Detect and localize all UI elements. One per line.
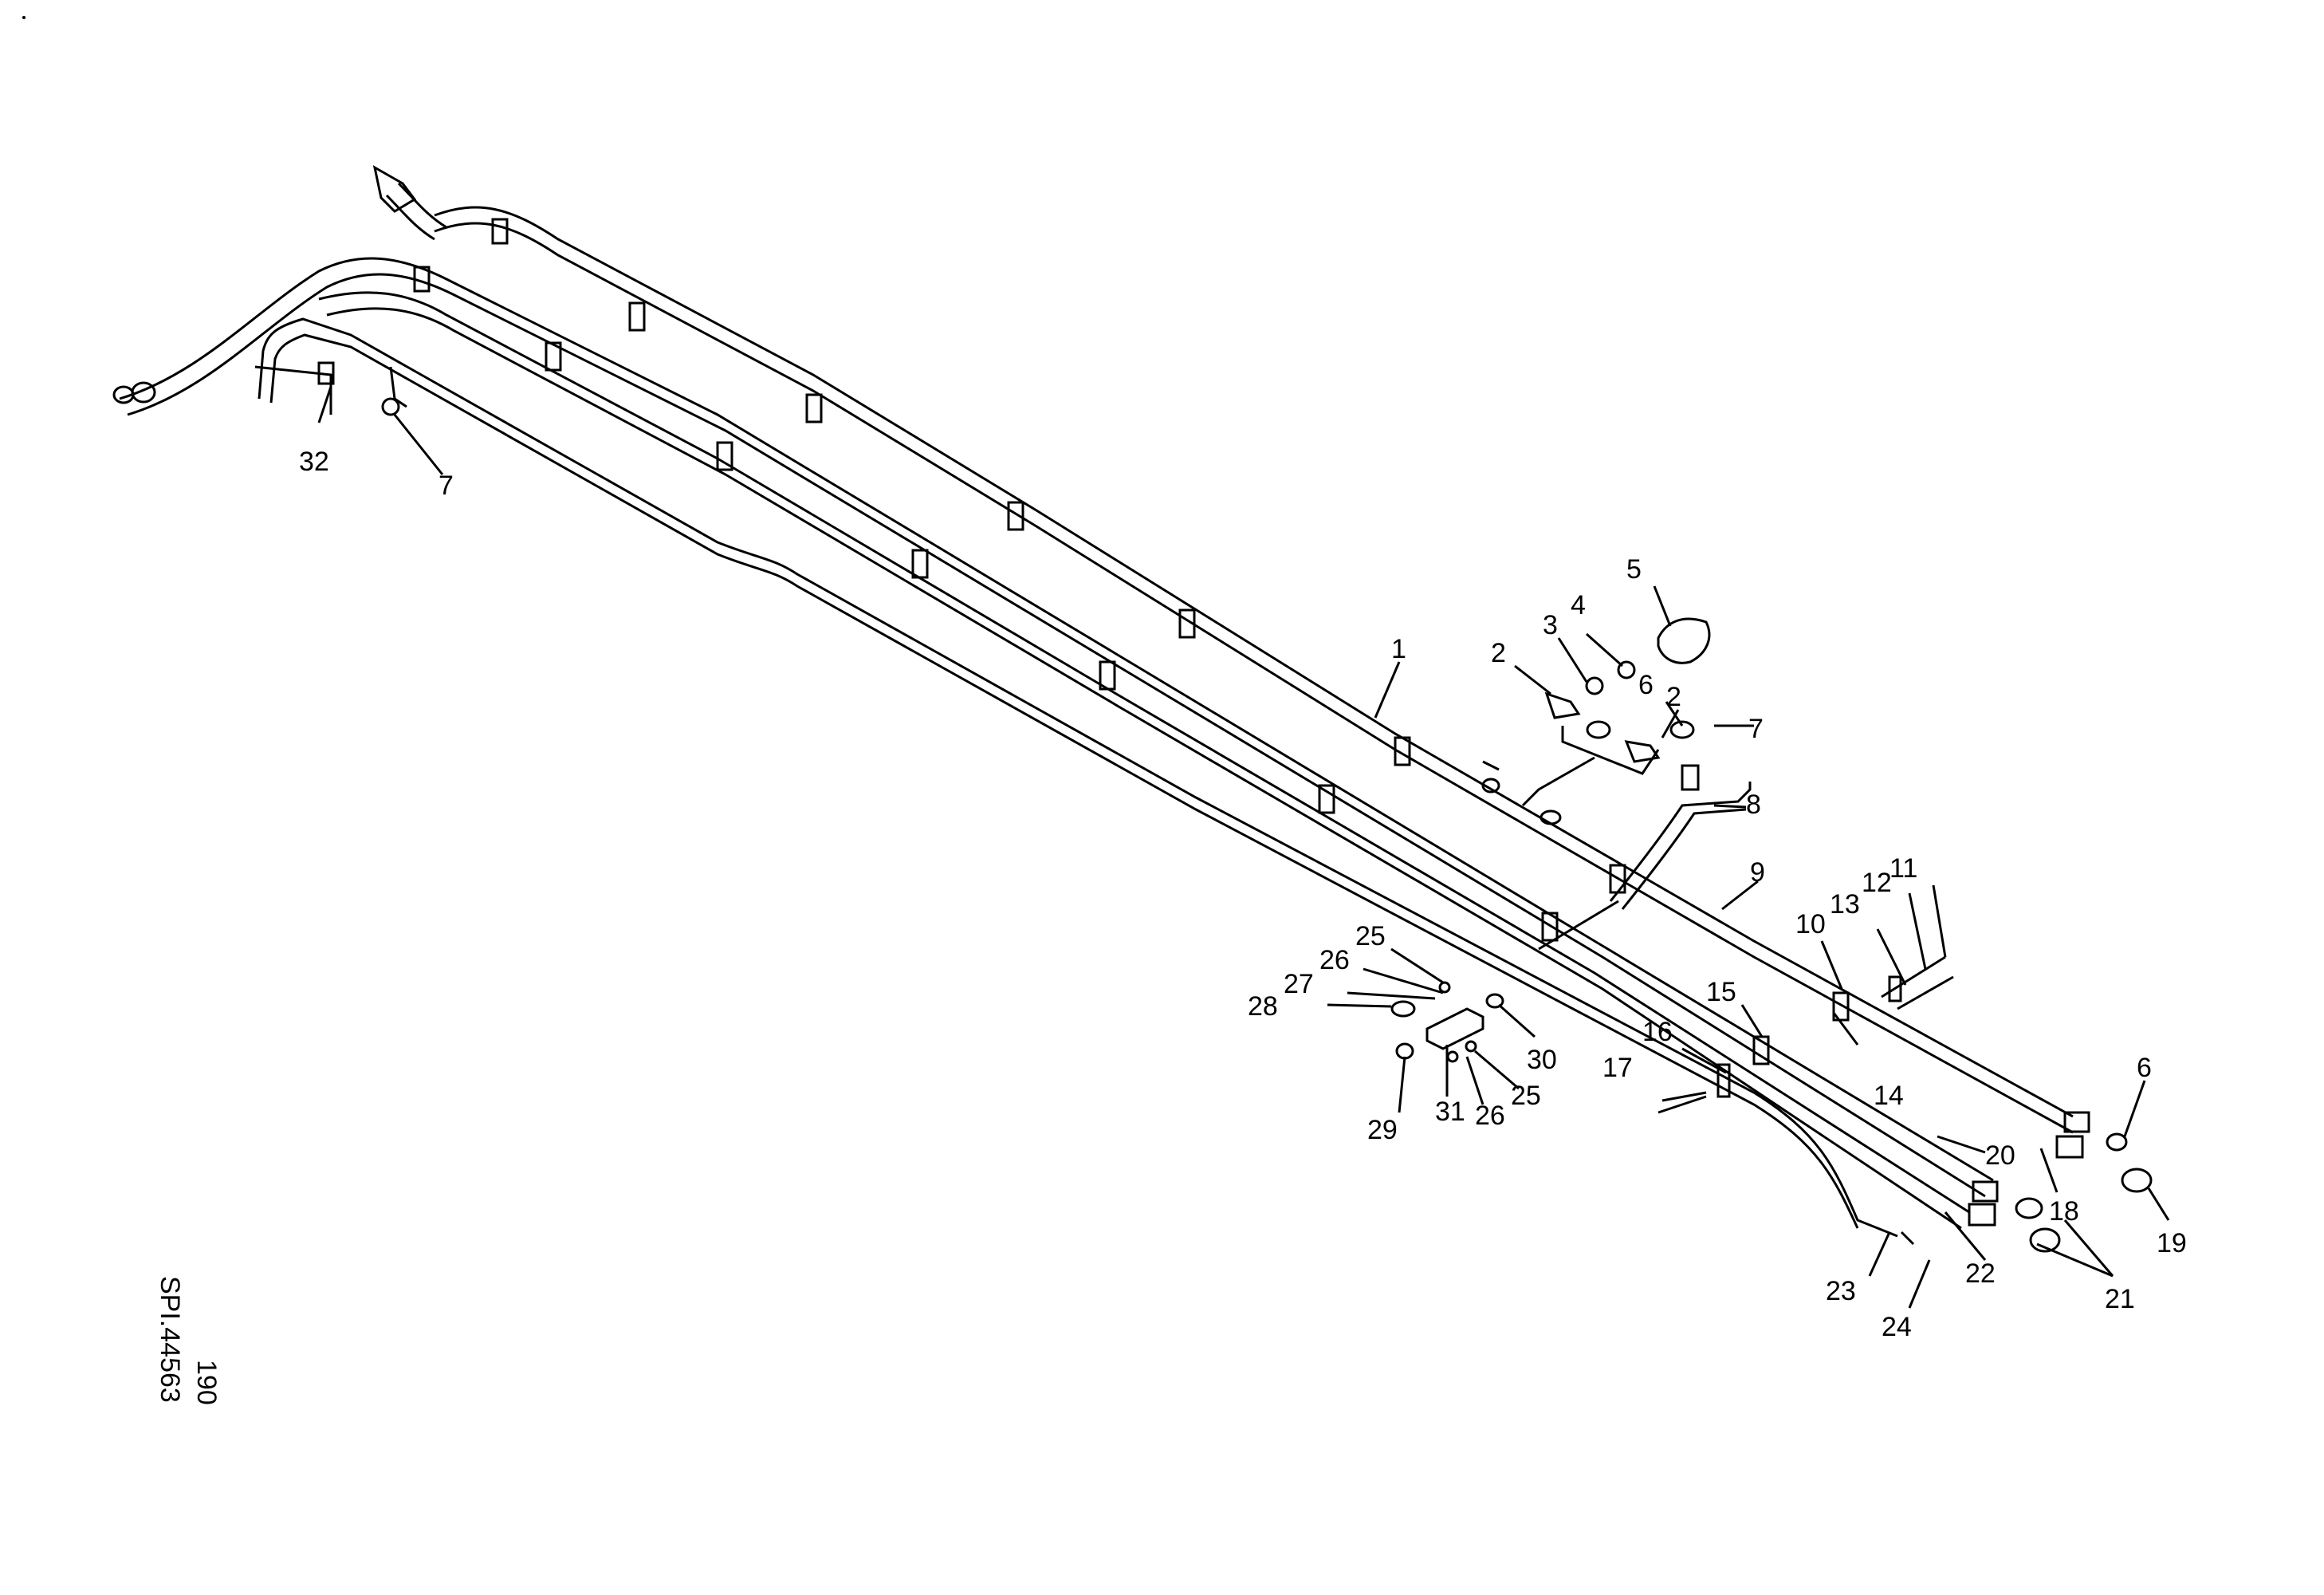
callout-5: 5 <box>1626 554 1642 585</box>
drawing-code: SPI.44563 <box>155 1276 185 1403</box>
callout-2: 2 <box>1666 682 1681 712</box>
callout-10: 10 <box>1795 909 1826 939</box>
callout-11: 11 <box>1889 853 1917 884</box>
callout-16: 16 <box>1642 1017 1673 1047</box>
callout-32: 32 <box>299 447 329 477</box>
callout-3: 3 <box>1543 610 1558 640</box>
callout-labels: 1 2 2 3 4 5 6 6 7 7 8 9 10 11 12 13 14 1… <box>299 447 2187 1342</box>
callout-2: 2 <box>1491 638 1506 668</box>
callout-26: 26 <box>1319 945 1350 975</box>
callout-28: 28 <box>1248 991 1278 1022</box>
callout-15: 15 <box>1706 977 1736 1007</box>
callout-31: 31 <box>1435 1097 1465 1127</box>
callout-23: 23 <box>1826 1276 1856 1306</box>
callout-21: 21 <box>2105 1284 2135 1314</box>
hose-lines <box>112 165 2153 1253</box>
callout-7: 7 <box>1748 714 1764 744</box>
callout-30: 30 <box>1527 1045 1557 1075</box>
callout-7: 7 <box>438 471 454 501</box>
hose-clamps <box>317 218 1902 1098</box>
callout-14: 14 <box>1874 1081 1904 1111</box>
callout-20: 20 <box>1985 1140 2015 1171</box>
callout-4: 4 <box>1571 590 1586 620</box>
callout-25: 25 <box>1355 921 1386 951</box>
callout-12: 12 <box>1862 868 1892 898</box>
callout-27: 27 <box>1284 969 1314 999</box>
callout-26: 26 <box>1475 1101 1505 1131</box>
callout-9: 9 <box>1750 857 1765 888</box>
leader-lines <box>317 386 2170 1309</box>
callout-24: 24 <box>1882 1312 1912 1342</box>
callout-19: 19 <box>2157 1228 2187 1258</box>
callout-18: 18 <box>2049 1196 2079 1227</box>
callout-22: 22 <box>1965 1258 1996 1289</box>
callout-8: 8 <box>1746 790 1761 820</box>
callout-6: 6 <box>2137 1053 2152 1083</box>
corner-mark <box>22 16 26 19</box>
callout-17: 17 <box>1602 1053 1633 1083</box>
callout-6: 6 <box>1638 670 1654 700</box>
callout-1: 1 <box>1391 634 1406 664</box>
page-number: 190 <box>191 1360 222 1405</box>
callout-29: 29 <box>1367 1115 1398 1145</box>
callout-13: 13 <box>1830 889 1860 920</box>
callout-25: 25 <box>1511 1081 1541 1111</box>
